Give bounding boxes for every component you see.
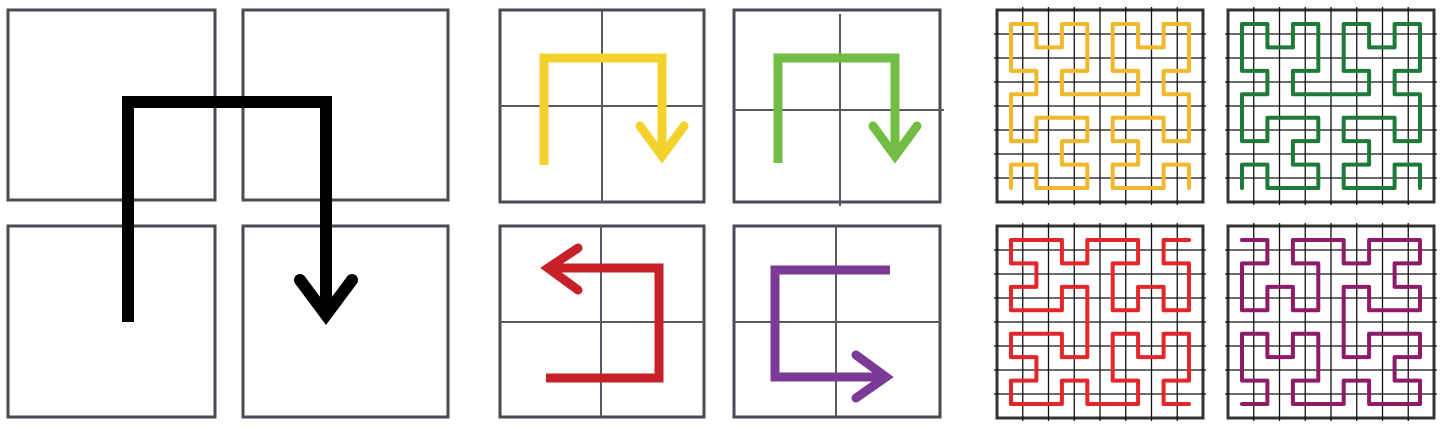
order3-curves-panel [994, 7, 1437, 421]
arrow-down-icon [635, 121, 689, 164]
orientation-purple-box [732, 224, 942, 419]
hilbert-order3-green-curve [1240, 22, 1422, 190]
hilbert-order3-yellow-curve [1009, 22, 1191, 190]
base-curve-panel [6, 8, 450, 419]
base-box-bottom-left [6, 224, 217, 419]
hilbert-order3-green-box [1225, 7, 1437, 205]
orientation-green-curve [773, 53, 900, 163]
orientation-yellow-curve [539, 53, 667, 165]
orientation-red-box [498, 224, 706, 419]
orientation-yellow-box [498, 8, 706, 204]
hilbert-order3-magenta-box [1225, 223, 1437, 421]
orientation-green-box [732, 8, 944, 206]
base-arrowhead-down-icon [294, 274, 358, 326]
orientations-panel [498, 8, 944, 419]
orientation-purple-curve [770, 265, 890, 382]
arrow-right-icon [851, 350, 894, 403]
base-hilbert-curve [122, 96, 332, 322]
arrow-left-icon [540, 243, 583, 295]
hilbert-order3-yellow-box [994, 7, 1206, 205]
base-box-bottom-right [241, 224, 450, 419]
hilbert-order3-red-curve [1009, 238, 1191, 406]
arrow-down-icon [868, 121, 922, 164]
hilbert-order3-magenta-curve [1240, 238, 1422, 406]
hilbert-order3-red-box [994, 223, 1206, 421]
orientation-red-curve [546, 263, 664, 383]
